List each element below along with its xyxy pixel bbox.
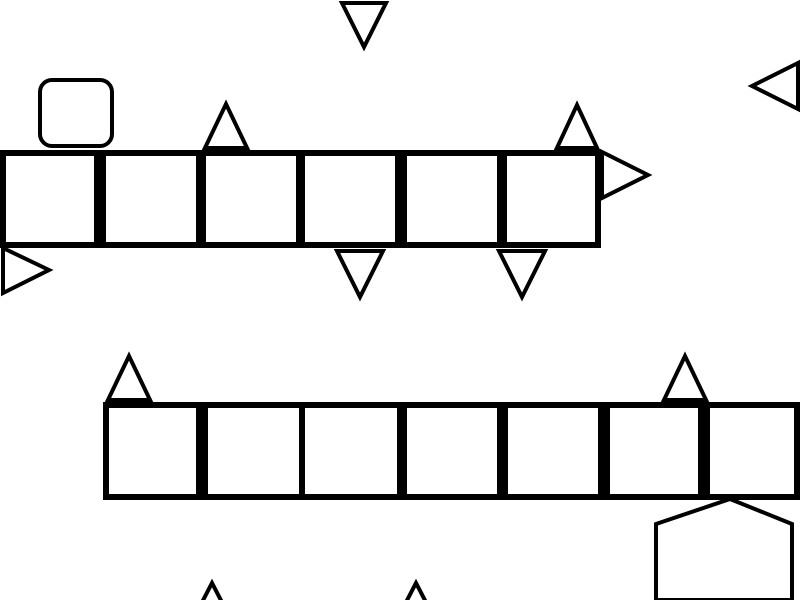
platform-block — [399, 402, 503, 500]
platform-block — [397, 150, 503, 248]
platform-block — [0, 150, 102, 248]
upper-platform — [0, 150, 601, 248]
spike-base — [665, 398, 705, 404]
spike-up — [200, 99, 252, 152]
spike-left-right-edge — [747, 59, 800, 113]
block-divider — [698, 405, 710, 497]
block-divider — [598, 405, 610, 497]
platform-block — [600, 402, 706, 500]
platform-block — [700, 402, 800, 500]
spike-base — [557, 146, 597, 152]
block-divider — [397, 405, 407, 497]
spike-right — [600, 148, 653, 202]
platform-block — [497, 150, 601, 248]
spike-right-left-edge — [1, 244, 54, 297]
platform-block — [299, 402, 405, 500]
platform-block — [502, 402, 606, 500]
block-divider — [497, 153, 507, 245]
player-block[interactable] — [38, 78, 114, 148]
platform-block — [103, 402, 205, 500]
platform-block — [96, 150, 202, 248]
spike-up — [552, 100, 602, 152]
block-divider — [395, 153, 407, 245]
spike-up — [659, 351, 711, 404]
spike-base — [109, 398, 149, 404]
hexagon-piece — [654, 496, 794, 600]
block-divider — [94, 153, 106, 245]
block-divider — [196, 405, 208, 497]
spike-up-bottom — [404, 578, 428, 600]
platform-block — [199, 402, 305, 500]
platform-block — [196, 150, 302, 248]
spike-up-bottom — [200, 578, 224, 600]
platform-block — [299, 150, 403, 248]
spike-down — [495, 249, 549, 302]
spike-up — [103, 351, 155, 404]
spike-base — [206, 146, 246, 152]
block-divider — [196, 153, 206, 245]
spike-down-top — [338, 1, 390, 52]
lower-platform — [103, 402, 800, 500]
spike-down — [333, 249, 387, 302]
